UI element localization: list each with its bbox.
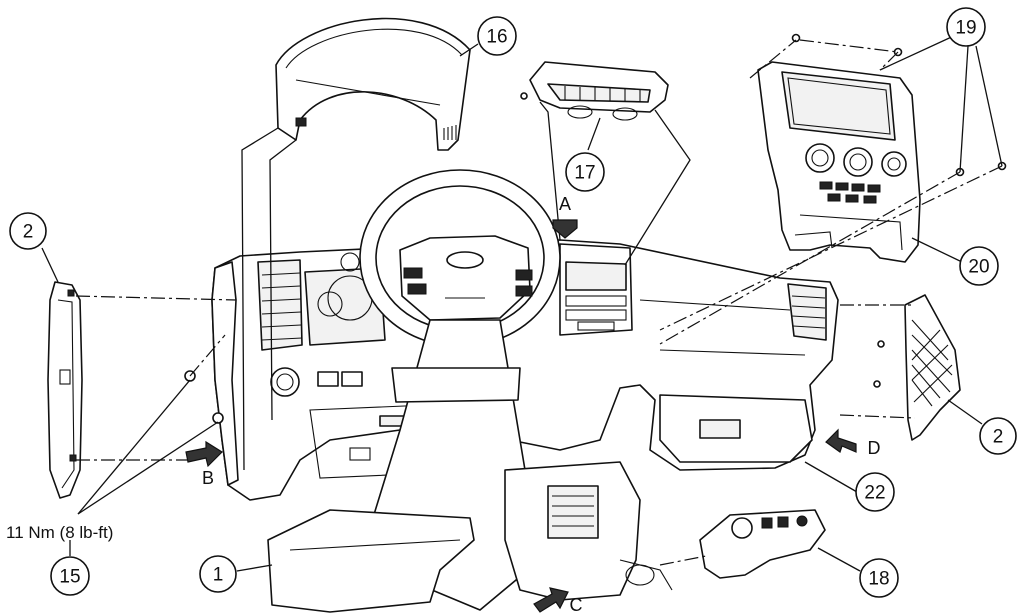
center-vent (529, 61, 669, 121)
knee-bolster-panel (267, 509, 475, 613)
instrument-panel (211, 239, 839, 501)
view-arrow-b: B (185, 440, 223, 488)
callout-1-label: 1 (213, 565, 224, 586)
callout-2-left-label: 2 (23, 222, 34, 243)
leader-lines (41, 33, 1003, 572)
right-end-grille (904, 294, 961, 441)
view-label-a: A (559, 194, 571, 214)
alignment-lines (75, 39, 1003, 566)
callout-22-label: 22 (864, 483, 885, 504)
callout-16: 16 (477, 16, 517, 56)
callout-18: 18 (859, 558, 899, 598)
callout-16-label: 16 (486, 27, 507, 48)
callout-2-left: 2 (9, 212, 47, 250)
cluster-bezel (275, 17, 471, 151)
callout-18-label: 18 (868, 569, 889, 590)
callout-2-right-label: 2 (993, 427, 1004, 448)
view-arrow-icon (185, 440, 223, 468)
view-arrow-d: D (825, 428, 881, 458)
view-label-c: C (570, 595, 583, 615)
callout-17: 17 (565, 152, 605, 192)
callout-15-label: 15 (59, 567, 80, 588)
callout-2-right: 2 (979, 417, 1017, 455)
callout-19-label: 19 (955, 18, 976, 39)
view-arrow-c: C (533, 587, 583, 615)
view-arrow-a: A (552, 194, 578, 239)
callout-20-label: 20 (968, 257, 989, 278)
view-arrow-icon (825, 428, 857, 453)
view-arrow-icon (552, 219, 578, 239)
callout-20: 20 (959, 246, 999, 286)
torque-spec-label: 11 Nm (8 lb-ft) (6, 523, 113, 542)
callout-15: 15 (50, 556, 90, 596)
callout-1: 1 (199, 555, 237, 593)
view-arrow-icon (533, 587, 569, 613)
view-label-b: B (202, 468, 214, 488)
callout-22: 22 (855, 472, 895, 512)
switch-bezel (699, 509, 826, 579)
callout-19: 19 (946, 7, 986, 47)
left-end-panel (47, 281, 83, 499)
callout-17-label: 17 (574, 163, 595, 184)
center-stack-bezel (757, 61, 921, 263)
view-label-d: D (868, 438, 881, 458)
lower-bracket-module (504, 461, 673, 601)
